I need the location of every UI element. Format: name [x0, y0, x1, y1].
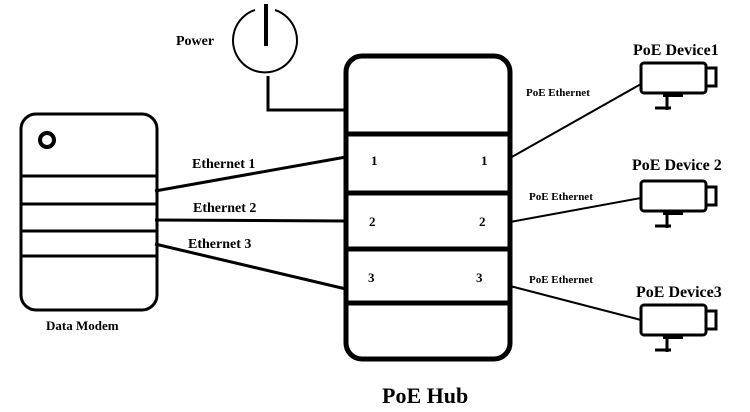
poe-cable-1 — [509, 83, 642, 159]
ethernet-cable-2 — [154, 218, 347, 223]
device-label-2: PoE Device 2 — [632, 157, 722, 174]
camera-icon — [639, 303, 718, 352]
poe-ethernet-label-1: PoE Ethernet — [526, 87, 590, 99]
hub-label: PoE Hub — [382, 383, 468, 408]
hub-port-left-2: 2 — [369, 214, 376, 229]
ethernet-label-3: Ethernet 3 — [188, 237, 251, 252]
ethernet-cable-1 — [154, 155, 347, 193]
device-label-3: PoE Device3 — [636, 284, 722, 301]
power-label: Power — [176, 34, 214, 49]
poe-cable-2 — [509, 197, 642, 223]
power-cable — [266, 76, 346, 112]
modem-indicator-icon — [38, 131, 56, 149]
device-label-1: PoE Device1 — [633, 42, 719, 59]
modem-label: Data Modem — [46, 318, 119, 333]
camera-icon — [639, 61, 718, 110]
hub-port-right-2: 2 — [479, 214, 486, 229]
camera-icon — [639, 179, 718, 228]
hub-port-right-3: 3 — [476, 270, 483, 285]
hub-port-left-1: 1 — [371, 153, 378, 168]
ethernet-label-1: Ethernet 1 — [192, 157, 255, 172]
power-icon — [232, 4, 298, 74]
ethernet-label-2: Ethernet 2 — [193, 201, 256, 216]
hub-port-left-3: 3 — [368, 270, 375, 285]
poe-cable-3 — [509, 285, 642, 321]
hub-port-right-1: 1 — [481, 153, 488, 168]
poe-ethernet-label-2: PoE Ethernet — [529, 191, 593, 203]
ethernet-cable-3 — [154, 242, 347, 291]
data-modem — [19, 112, 159, 312]
poe-ethernet-label-3: PoE Ethernet — [529, 274, 593, 286]
poe-hub — [343, 53, 513, 362]
